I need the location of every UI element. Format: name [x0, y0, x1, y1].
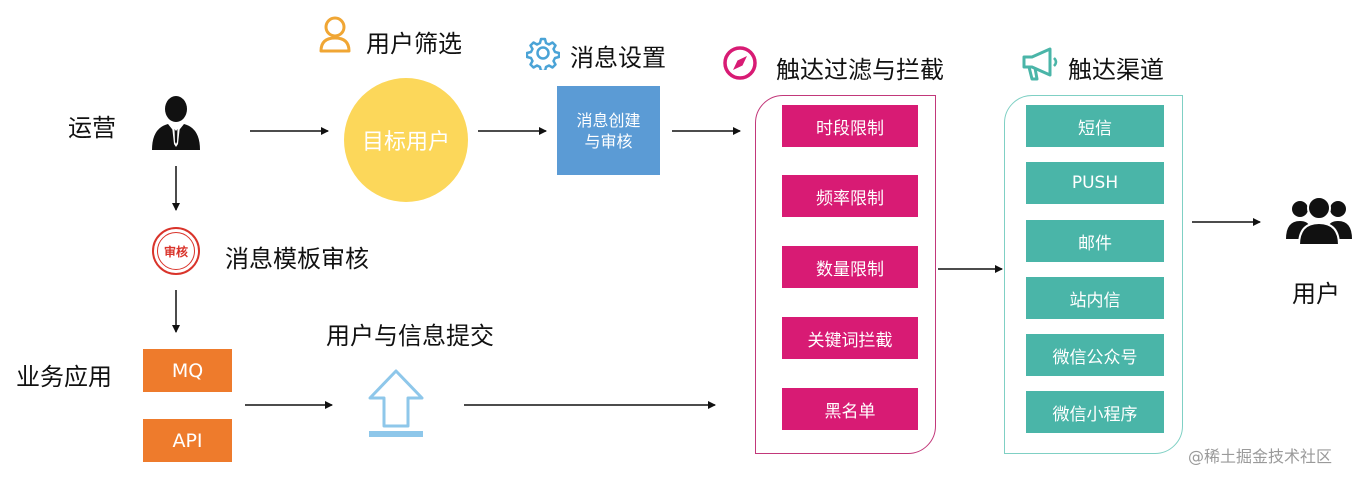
filter-panel-header: 触达过滤与拦截	[776, 56, 944, 84]
gear-icon	[525, 36, 561, 74]
end-user-label: 用户	[1292, 280, 1340, 308]
upload-arrow-icon	[366, 368, 426, 444]
mq-box: MQ	[143, 349, 232, 392]
submit-label: 用户与信息提交	[326, 322, 494, 350]
megaphone-icon	[1020, 46, 1060, 86]
operator-person-icon	[148, 94, 204, 156]
target-user-circle: 目标用户	[344, 78, 468, 202]
channel-item-sms: 短信	[1026, 105, 1164, 147]
filter-item-keyword: 关键词拦截	[782, 317, 918, 359]
channel-panel-header: 触达渠道	[1068, 56, 1164, 84]
channel-panel-frame	[1004, 95, 1183, 454]
filter-item-frequency: 频率限制	[782, 175, 918, 217]
review-stamp-icon: 审核	[152, 227, 200, 275]
channel-item-inbox: 站内信	[1026, 277, 1164, 319]
channel-item-wechat-mini: 微信小程序	[1026, 391, 1164, 433]
filter-panel-frame	[755, 95, 936, 454]
msg-create-review-box: 消息创建与审核	[557, 86, 660, 175]
msg-settings-header: 消息设置	[570, 44, 666, 72]
channel-item-wechat-oa: 微信公众号	[1026, 334, 1164, 376]
watermark-text: @稀土掘金技术社区	[1188, 447, 1333, 466]
review-stamp-text: 审核	[163, 244, 188, 259]
filter-item-blacklist: 黑名单	[782, 388, 918, 430]
template-review-label: 消息模板审核	[225, 245, 369, 273]
user-outline-icon	[318, 15, 352, 57]
ops-label: 运营	[68, 114, 116, 142]
api-box: API	[143, 419, 232, 462]
target-user-label: 目标用户	[361, 130, 450, 155]
user-group-icon	[1286, 195, 1352, 251]
business-label: 业务应用	[16, 363, 112, 391]
user-filter-header: 用户筛选	[366, 30, 462, 58]
filter-item-time: 时段限制	[782, 105, 918, 147]
compass-icon	[722, 45, 758, 85]
msg-create-review-label: 消息创建与审核	[576, 110, 641, 151]
channel-item-push: PUSH	[1026, 162, 1164, 204]
filter-item-quantity: 数量限制	[782, 246, 918, 288]
channel-item-email: 邮件	[1026, 220, 1164, 262]
